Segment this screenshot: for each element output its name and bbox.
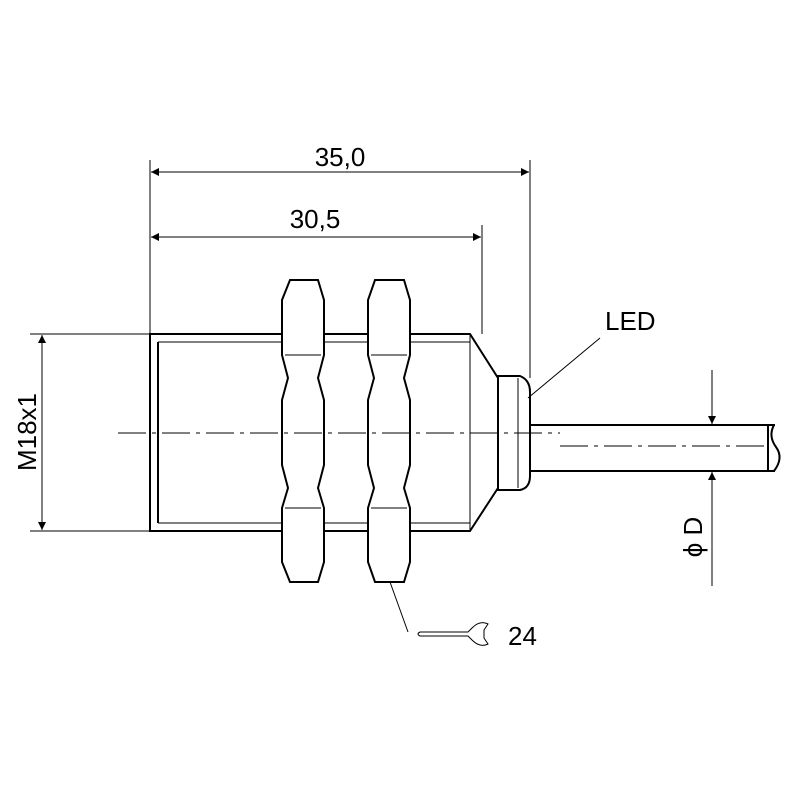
led-leader-line [527,337,601,399]
hex-nut-left [281,279,325,583]
overall-length-label: 35,0 [315,142,366,172]
wrench-icon [417,622,489,646]
thread-size-label: M18x1 [12,393,42,471]
hex-nut-right [367,279,411,583]
wrench-size-label: 24 [508,621,537,651]
thread-length-label: 30,5 [290,204,341,234]
cable-diameter-label: ϕ D [678,517,708,558]
cable [529,424,781,472]
led-label: LED [605,306,656,336]
wrench-leader-line [389,581,409,633]
